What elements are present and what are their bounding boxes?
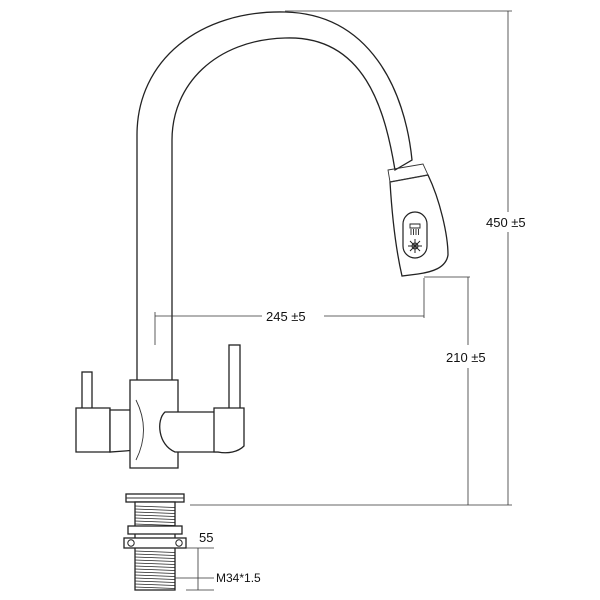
left-handle-lever <box>81 371 93 413</box>
gooseneck-spout <box>136 11 413 383</box>
stream-mode-icon <box>409 223 421 235</box>
mounting-nut <box>123 525 187 549</box>
shank-length-label: 55 <box>199 530 213 545</box>
central-body-shading <box>135 399 144 461</box>
dimension-lines <box>154 10 512 591</box>
spout-clearance-label: 210 ±5 <box>446 350 486 365</box>
right-handle-lever <box>228 344 241 416</box>
left-handle-body <box>75 407 111 453</box>
spray-head-collar <box>387 163 429 183</box>
faucet-outline <box>75 11 449 591</box>
spout-reach-label: 245 ±5 <box>266 309 306 324</box>
right-handle-body <box>213 407 245 454</box>
total-height-label: 450 ±5 <box>486 215 526 230</box>
thread-spec-label: M34*1.5 <box>216 571 261 585</box>
right-handle-connector <box>159 411 223 453</box>
spray-mode-icon <box>408 239 422 253</box>
